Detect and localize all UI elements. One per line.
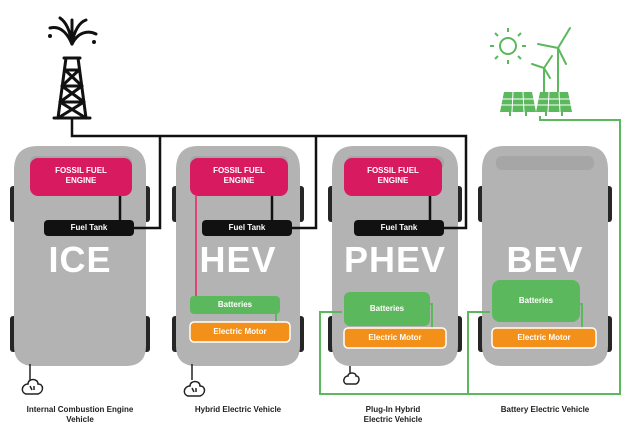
hev-engine-label: FOSSIL FUEL ENGINE <box>213 166 265 185</box>
bev-battery-label: Batteries <box>518 296 554 305</box>
hev-caption: Hybrid Electric Vehicle <box>194 405 282 414</box>
phev-battery-box <box>344 292 430 326</box>
exhaust-smoke-icon <box>21 364 44 395</box>
hev-motor-box <box>189 321 291 343</box>
exhaust-smoke-icon <box>343 366 360 385</box>
phev-engine-box <box>344 158 442 196</box>
bev-code-label: BEV <box>506 239 584 280</box>
ice-tank-box <box>44 220 134 236</box>
phev-caption: Plug-In Hybrid Electric Vehicle <box>363 405 423 422</box>
bev-battery-box <box>492 280 580 322</box>
phev-tank-box <box>354 220 444 236</box>
hev-engine-box <box>190 158 288 196</box>
hev-battery-box <box>190 296 280 314</box>
phev-code-label: PHEV <box>343 239 447 280</box>
phev-tank-label: Fuel Tank <box>380 223 418 232</box>
phev-engine-label: FOSSIL FUEL ENGINE <box>367 166 419 185</box>
phev-motor-box <box>343 327 447 349</box>
hev-code-label: HEV <box>199 239 277 280</box>
bev-caption: Battery Electric Vehicle <box>500 405 590 414</box>
hev-battery-label: Batteries <box>217 300 253 309</box>
phev-battery-label: Batteries <box>369 304 405 313</box>
exhaust-smoke-icon <box>183 364 206 397</box>
phev-motor-label: Electric Motor <box>368 333 422 342</box>
ice-tank-label: Fuel Tank <box>70 223 108 232</box>
oil-derrick-icon <box>48 16 98 120</box>
ice-caption: Internal Combustion Engine Vehicle <box>26 405 134 422</box>
bev-motor-label: Electric Motor <box>517 333 571 342</box>
ice-code-label: ICE <box>48 239 112 280</box>
bev-motor-box <box>491 327 597 349</box>
hev-tank-label: Fuel Tank <box>228 223 266 232</box>
hev-tank-box <box>202 220 292 236</box>
solar-panel-wind-turbine-icon <box>490 27 572 116</box>
ice-engine-label: FOSSIL FUEL ENGINE <box>55 166 107 185</box>
hev-motor-label: Electric Motor <box>213 327 267 336</box>
ice-engine-box <box>30 158 132 196</box>
